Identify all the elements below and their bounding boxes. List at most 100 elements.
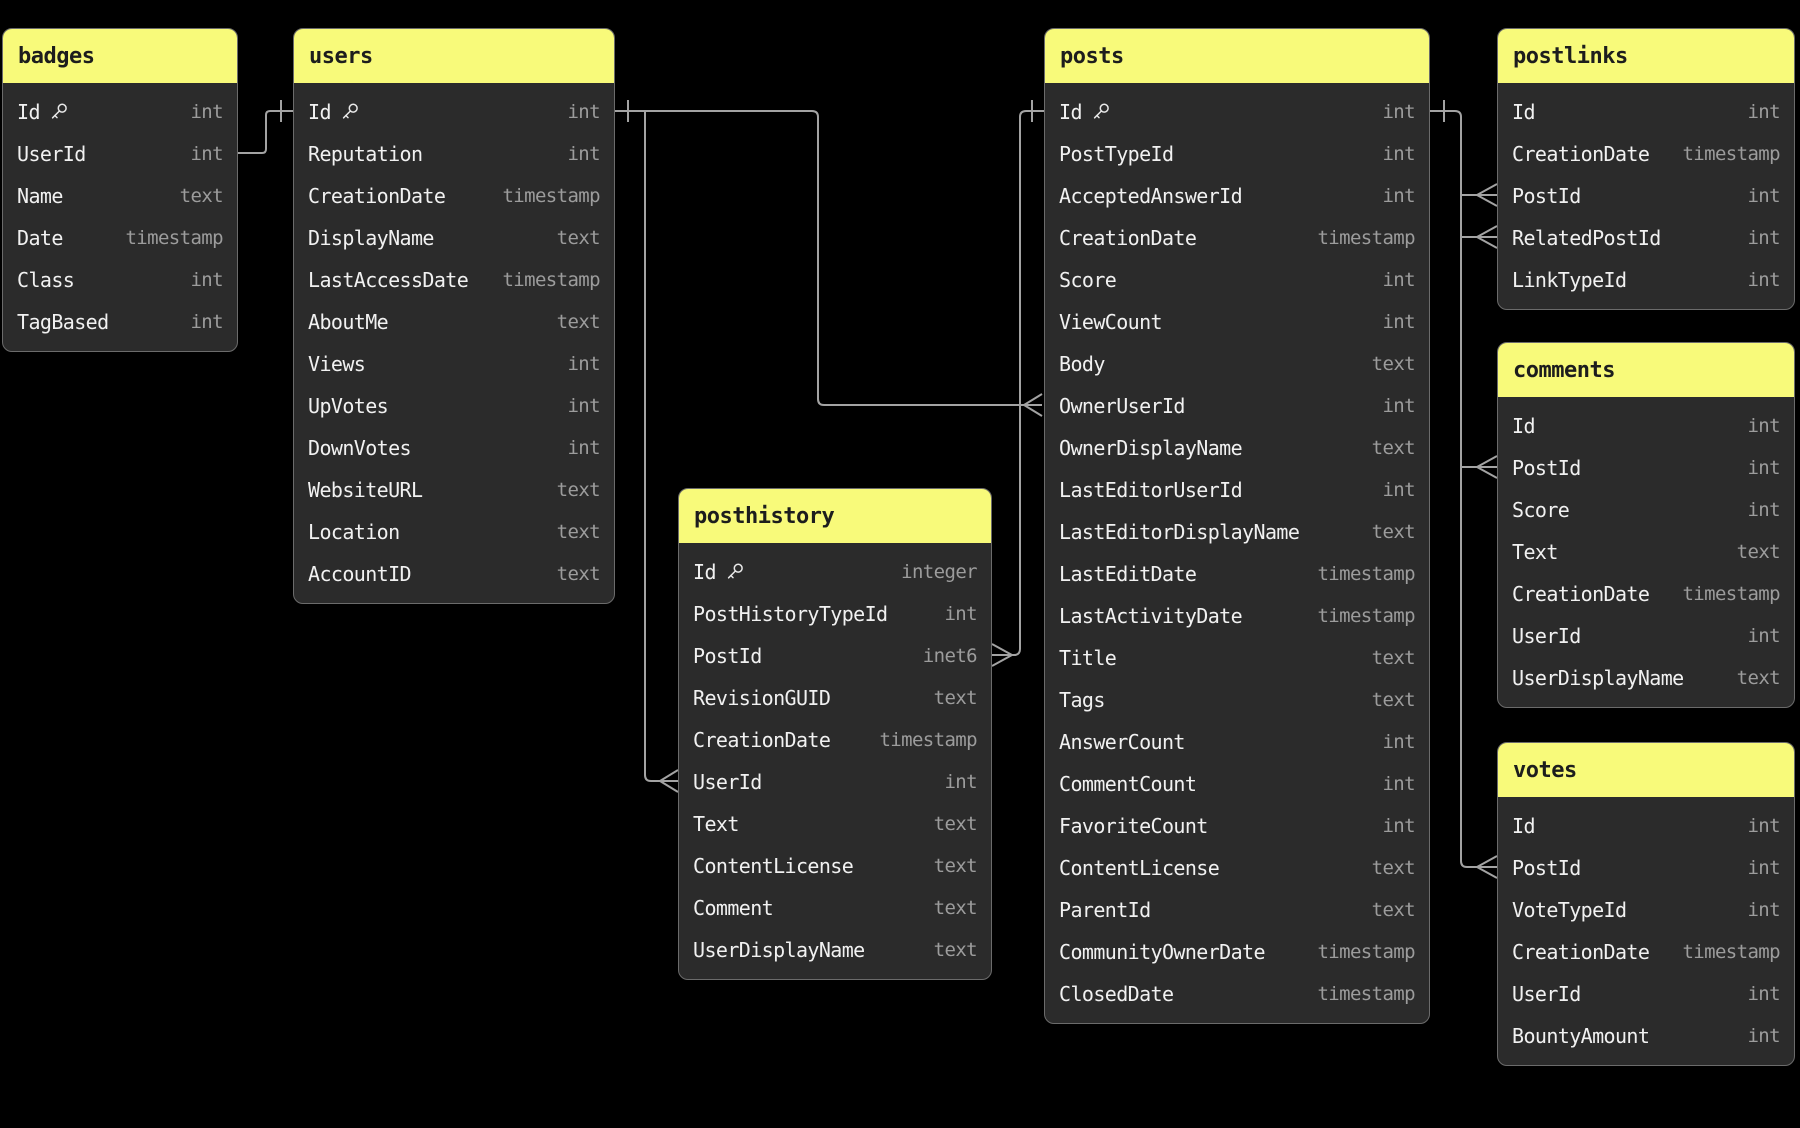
field-row-posthistory-5[interactable]: UserId int xyxy=(679,761,991,803)
edge-users-id-posts-owneruserid[interactable] xyxy=(615,100,1043,417)
field-row-posthistory-4[interactable]: CreationDate timestamp xyxy=(679,719,991,761)
field-row-postlinks-0[interactable]: Id int xyxy=(1498,91,1794,133)
field-row-users-10[interactable]: Location text xyxy=(294,511,614,553)
field-type: timestamp xyxy=(502,269,600,291)
table-comments[interactable]: comments Id int PostId int Score int Tex… xyxy=(1497,342,1795,708)
field-row-posts-8[interactable]: OwnerDisplayName text xyxy=(1045,427,1429,469)
field-row-posts-7[interactable]: OwnerUserId int xyxy=(1045,385,1429,427)
field-row-votes-0[interactable]: Id int xyxy=(1498,805,1794,847)
table-votes[interactable]: votes Id int PostId int VoteTypeId int C… xyxy=(1497,742,1795,1066)
field-row-comments-6[interactable]: UserDisplayName text xyxy=(1498,657,1794,699)
field-type: text xyxy=(933,939,978,961)
edge-posts-id-votes-postid[interactable] xyxy=(1430,100,1498,879)
field-row-badges-3[interactable]: Date timestamp xyxy=(3,217,237,259)
table-posthistory[interactable]: posthistory Id integer PostHistoryTypeId… xyxy=(678,488,992,980)
field-row-postlinks-3[interactable]: RelatedPostId int xyxy=(1498,217,1794,259)
field-row-comments-4[interactable]: CreationDate timestamp xyxy=(1498,573,1794,615)
field-row-posts-18[interactable]: ContentLicense text xyxy=(1045,847,1429,889)
field-row-users-7[interactable]: UpVotes int xyxy=(294,385,614,427)
field-row-users-1[interactable]: Reputation int xyxy=(294,133,614,175)
field-row-posts-17[interactable]: FavoriteCount int xyxy=(1045,805,1429,847)
field-row-users-9[interactable]: WebsiteURL text xyxy=(294,469,614,511)
field-type: text xyxy=(933,687,978,709)
edge-posts-id-posthistory-postid[interactable] xyxy=(991,100,1044,667)
table-comments-header[interactable]: comments xyxy=(1498,343,1794,397)
field-row-comments-1[interactable]: PostId int xyxy=(1498,447,1794,489)
field-row-posts-12[interactable]: LastActivityDate timestamp xyxy=(1045,595,1429,637)
field-row-posts-19[interactable]: ParentId text xyxy=(1045,889,1429,931)
field-row-posts-0[interactable]: Id int xyxy=(1045,91,1429,133)
table-posts-header[interactable]: posts xyxy=(1045,29,1429,83)
table-badges[interactable]: badges Id int UserId int Name text Date xyxy=(2,28,238,352)
field-row-posts-20[interactable]: CommunityOwnerDate timestamp xyxy=(1045,931,1429,973)
field-row-votes-5[interactable]: BountyAmount int xyxy=(1498,1015,1794,1057)
field-name: Id xyxy=(1512,100,1535,124)
field-row-comments-0[interactable]: Id int xyxy=(1498,405,1794,447)
field-row-postlinks-1[interactable]: CreationDate timestamp xyxy=(1498,133,1794,175)
edge-posts-id-comments-postid[interactable] xyxy=(1461,455,1498,479)
field-row-votes-2[interactable]: VoteTypeId int xyxy=(1498,889,1794,931)
field-row-posts-3[interactable]: CreationDate timestamp xyxy=(1045,217,1429,259)
table-badges-header[interactable]: badges xyxy=(3,29,237,83)
field-row-posts-1[interactable]: PostTypeId int xyxy=(1045,133,1429,175)
field-row-posthistory-7[interactable]: ContentLicense text xyxy=(679,845,991,887)
field-type: int xyxy=(567,395,600,417)
field-type: int xyxy=(190,101,223,123)
field-row-users-3[interactable]: DisplayName text xyxy=(294,217,614,259)
field-row-posts-11[interactable]: LastEditDate timestamp xyxy=(1045,553,1429,595)
field-row-posts-16[interactable]: CommentCount int xyxy=(1045,763,1429,805)
field-row-posts-6[interactable]: Body text xyxy=(1045,343,1429,385)
field-row-users-11[interactable]: AccountID text xyxy=(294,553,614,595)
table-postlinks[interactable]: postlinks Id int CreationDate timestamp … xyxy=(1497,28,1795,310)
field-row-posts-4[interactable]: Score int xyxy=(1045,259,1429,301)
table-badges-fields: Id int UserId int Name text Date timesta… xyxy=(3,83,237,351)
field-row-badges-0[interactable]: Id int xyxy=(3,91,237,133)
edge-users-id-posthistory-userid[interactable] xyxy=(644,111,679,793)
field-row-users-2[interactable]: CreationDate timestamp xyxy=(294,175,614,217)
table-votes-header[interactable]: votes xyxy=(1498,743,1794,797)
field-row-votes-3[interactable]: CreationDate timestamp xyxy=(1498,931,1794,973)
field-row-posts-14[interactable]: Tags text xyxy=(1045,679,1429,721)
field-row-posthistory-1[interactable]: PostHistoryTypeId int xyxy=(679,593,991,635)
field-row-posthistory-6[interactable]: Text text xyxy=(679,803,991,845)
field-type: timestamp xyxy=(125,227,223,249)
table-posts[interactable]: posts Id int PostTypeId int AcceptedAnsw… xyxy=(1044,28,1430,1024)
field-row-users-0[interactable]: Id int xyxy=(294,91,614,133)
table-postlinks-header[interactable]: postlinks xyxy=(1498,29,1794,83)
field-row-users-6[interactable]: Views int xyxy=(294,343,614,385)
field-row-posthistory-2[interactable]: PostId inet6 xyxy=(679,635,991,677)
field-row-votes-1[interactable]: PostId int xyxy=(1498,847,1794,889)
table-users-header[interactable]: users xyxy=(294,29,614,83)
field-row-posthistory-8[interactable]: Comment text xyxy=(679,887,991,929)
field-row-posts-13[interactable]: Title text xyxy=(1045,637,1429,679)
field-row-badges-4[interactable]: Class int xyxy=(3,259,237,301)
field-row-posthistory-9[interactable]: UserDisplayName text xyxy=(679,929,991,971)
field-row-posts-9[interactable]: LastEditorUserId int xyxy=(1045,469,1429,511)
field-row-posts-15[interactable]: AnswerCount int xyxy=(1045,721,1429,763)
field-row-posts-10[interactable]: LastEditorDisplayName text xyxy=(1045,511,1429,553)
field-type: int xyxy=(1382,395,1415,417)
field-row-posts-2[interactable]: AcceptedAnswerId int xyxy=(1045,175,1429,217)
field-row-comments-5[interactable]: UserId int xyxy=(1498,615,1794,657)
field-row-posthistory-0[interactable]: Id integer xyxy=(679,551,991,593)
field-row-postlinks-4[interactable]: LinkTypeId int xyxy=(1498,259,1794,301)
field-row-votes-4[interactable]: UserId int xyxy=(1498,973,1794,1015)
field-row-posts-21[interactable]: ClosedDate timestamp xyxy=(1045,973,1429,1015)
field-row-comments-2[interactable]: Score int xyxy=(1498,489,1794,531)
table-users[interactable]: users Id int Reputation int CreationDate… xyxy=(293,28,615,604)
field-row-comments-3[interactable]: Text text xyxy=(1498,531,1794,573)
field-row-users-5[interactable]: AboutMe text xyxy=(294,301,614,343)
field-row-posts-5[interactable]: ViewCount int xyxy=(1045,301,1429,343)
field-row-posthistory-3[interactable]: RevisionGUID text xyxy=(679,677,991,719)
field-row-badges-5[interactable]: TagBased int xyxy=(3,301,237,343)
field-row-badges-2[interactable]: Name text xyxy=(3,175,237,217)
field-row-postlinks-2[interactable]: PostId int xyxy=(1498,175,1794,217)
table-posthistory-header[interactable]: posthistory xyxy=(679,489,991,543)
edge-posts-id-postlinks-postid[interactable] xyxy=(1461,183,1498,207)
field-row-users-4[interactable]: LastAccessDate timestamp xyxy=(294,259,614,301)
edge-posts-id-postlinks-relatedpostid[interactable] xyxy=(1461,225,1498,249)
field-row-users-8[interactable]: DownVotes int xyxy=(294,427,614,469)
field-row-badges-1[interactable]: UserId int xyxy=(3,133,237,175)
edge-badges-userid-users-id[interactable] xyxy=(238,100,293,154)
